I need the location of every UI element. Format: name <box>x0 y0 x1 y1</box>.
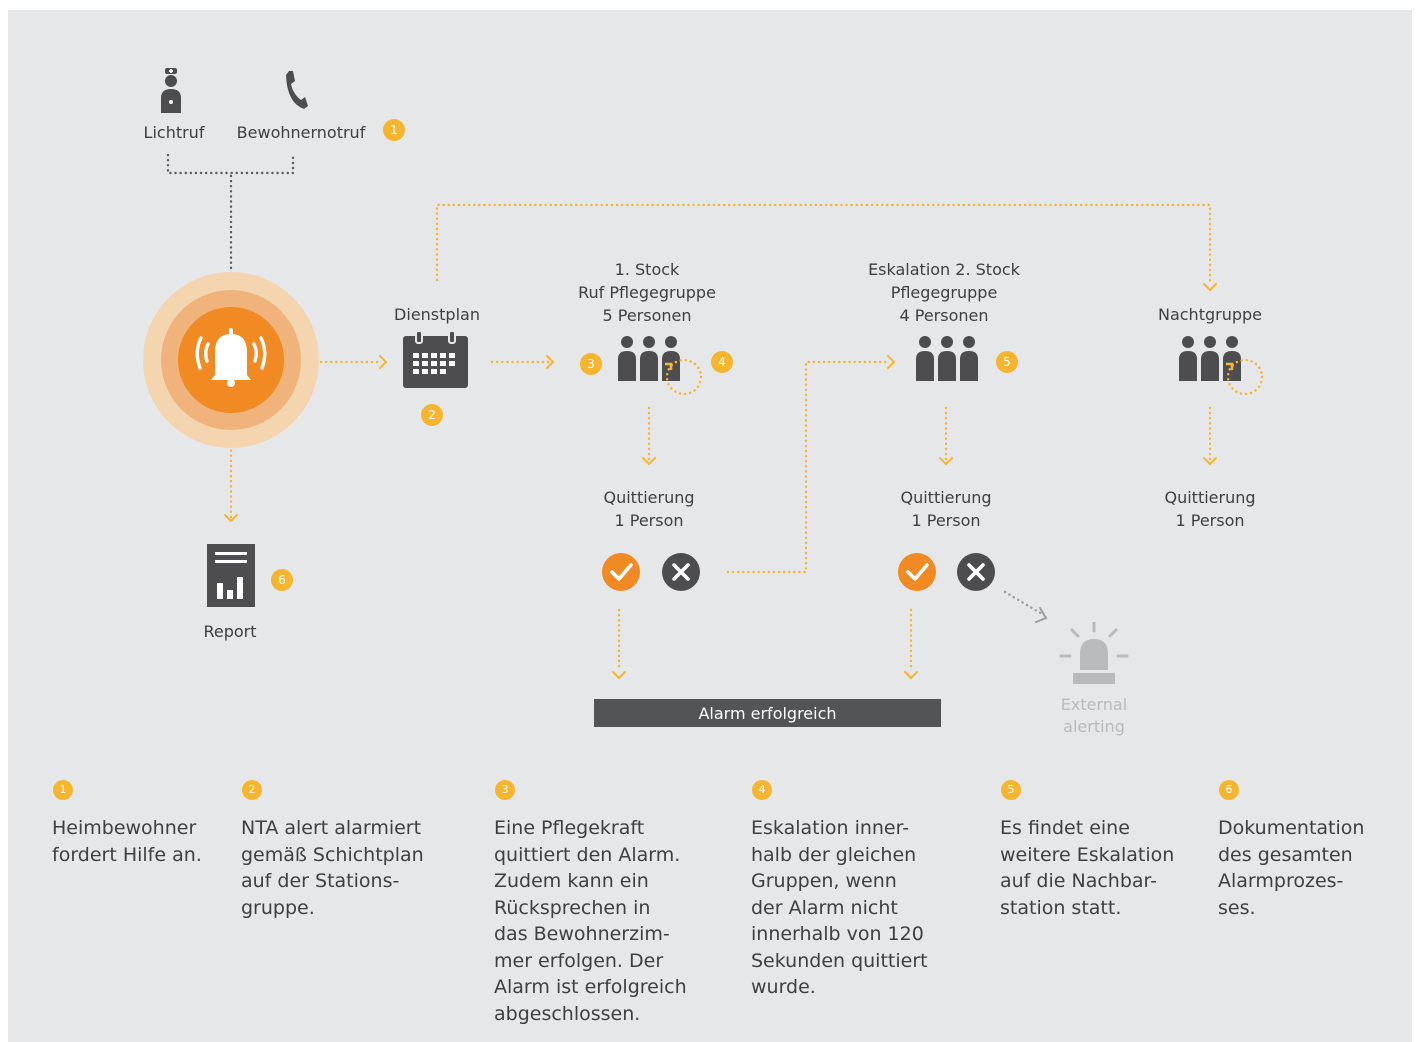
legend-badge-4: 4 <box>752 780 772 800</box>
description-2: NTA alert alarmiert gemäß Schichtplan au… <box>241 817 424 919</box>
legend-badge-6: 6 <box>1219 780 1239 800</box>
badge-3: 3 <box>580 353 602 375</box>
description-4: Eskalation inner- halb der gleichen Grup… <box>751 817 928 998</box>
label-lichtruf: Lichtruf <box>143 123 205 142</box>
legend-badge-2: 2 <box>242 780 262 800</box>
escalation-line <box>726 360 892 574</box>
diagram-panel <box>8 10 1412 1042</box>
calendar-icon <box>403 331 468 388</box>
alarm-bell-icon <box>143 272 319 448</box>
label-stock2: Eskalation 2. Stock Pflegegruppe 4 Perso… <box>868 260 1020 325</box>
source-bracket <box>166 153 295 175</box>
check-icon <box>898 553 936 591</box>
label-quittierung-3: Quittierung 1 Person <box>1164 488 1256 530</box>
label-dienstplan: Dienstplan <box>394 305 480 324</box>
group-people-icon <box>916 336 978 381</box>
legend-badge-5: 5 <box>1001 780 1021 800</box>
label-external-alerting: External alerting <box>1060 695 1128 736</box>
label-nachtgruppe: Nachtgruppe <box>1157 305 1262 324</box>
badge-1: 1 <box>383 119 405 141</box>
badge-2: 2 <box>421 404 443 426</box>
dienstplan-to-nacht-line <box>435 203 1212 284</box>
legend-badge-1: 1 <box>53 780 73 800</box>
nurse-icon <box>161 68 181 113</box>
label-bewohnernotruf: Bewohnernotruf <box>236 123 366 142</box>
description-1: Heimbewohner fordert Hilfe an. <box>52 817 202 866</box>
description-3: Eine Pflegekraft quittiert den Alarm. Zu… <box>494 817 687 1025</box>
group-people-icon <box>618 336 703 396</box>
description-6: Dokumentation des gesamten Alarmprozes- … <box>1218 817 1365 919</box>
group-people-icon <box>1179 336 1264 396</box>
badge-5: 5 <box>996 351 1018 373</box>
label-report: Report <box>203 622 257 641</box>
alarm-erfolgreich-bar: Alarm erfolgreich <box>594 699 941 727</box>
description-5: Es findet eine weitere Eskalation auf di… <box>1000 817 1175 919</box>
badge-6: 6 <box>271 569 293 591</box>
badge-4: 4 <box>711 351 733 373</box>
phone-icon <box>286 71 308 109</box>
label-quittierung-2: Quittierung 1 Person <box>900 488 992 530</box>
external-line <box>1003 590 1044 616</box>
report-icon <box>207 544 255 607</box>
siren-icon <box>1059 622 1129 684</box>
check-icon <box>602 553 640 591</box>
label-quittierung-1: Quittierung 1 Person <box>603 488 695 530</box>
cross-icon <box>662 553 700 591</box>
legend-badge-3: 3 <box>495 780 515 800</box>
label-stock1: 1. Stock Ruf Pflegegruppe 5 Personen <box>578 260 716 325</box>
cross-icon <box>957 553 995 591</box>
